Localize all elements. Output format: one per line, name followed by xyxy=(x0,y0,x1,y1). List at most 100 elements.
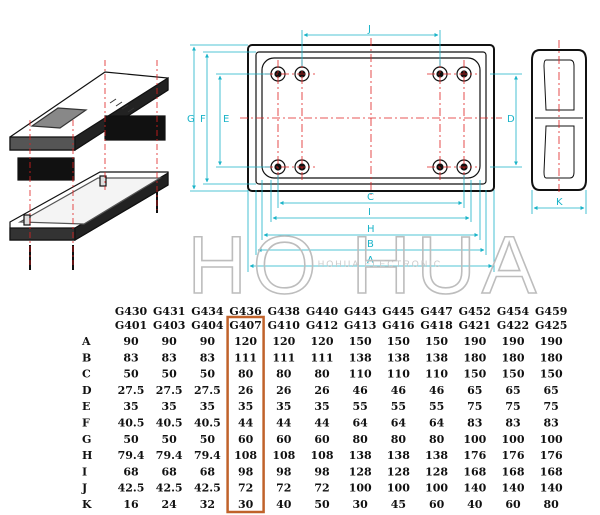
column-header-bottom: G412 xyxy=(306,319,338,332)
table-cell: 64 xyxy=(429,417,445,430)
centerlines xyxy=(240,38,502,198)
highlighted-model-column xyxy=(226,315,265,514)
column-header-bottom: G410 xyxy=(268,319,301,332)
table-cell: 26 xyxy=(276,384,292,397)
table-cell: 168 xyxy=(502,465,525,478)
table-cell: 26 xyxy=(238,384,254,397)
table-cell: 60 xyxy=(314,433,330,446)
table-cell: 138 xyxy=(349,449,372,462)
table-cell: 46 xyxy=(353,384,369,397)
table-cell: 80 xyxy=(429,433,445,446)
table-cell: 90 xyxy=(123,335,139,348)
table-cell: 79.4 xyxy=(156,449,183,462)
table-cell: 140 xyxy=(463,482,486,495)
table-cell: 80 xyxy=(276,368,292,381)
table-cell: 140 xyxy=(540,482,563,495)
table-cell: 72 xyxy=(314,482,329,495)
table-cell: 100 xyxy=(349,482,372,495)
table-cell: 55 xyxy=(353,400,368,413)
dimension-lines xyxy=(190,30,587,272)
row-label: B xyxy=(82,351,91,364)
table-cell: 100 xyxy=(387,482,410,495)
table-cell: 32 xyxy=(200,498,215,511)
table-cell: 108 xyxy=(234,449,257,462)
table-cell: 50 xyxy=(123,433,139,446)
table-cell: 30 xyxy=(353,498,369,511)
dimension-labels: J G F E D C I H B A K xyxy=(187,24,563,266)
table-cell: 150 xyxy=(540,368,563,381)
column-header-bottom: G422 xyxy=(497,319,529,332)
table-cell: 40.5 xyxy=(194,417,221,430)
table-cell: 50 xyxy=(123,368,139,381)
table-cell: 83 xyxy=(544,417,559,430)
table-cell: 138 xyxy=(425,449,448,462)
row-label: I xyxy=(82,465,87,478)
dim-label-i: I xyxy=(368,207,371,218)
table-cell: 138 xyxy=(349,351,372,364)
table-cell: 40.5 xyxy=(118,417,145,430)
table-cell: 120 xyxy=(311,335,334,348)
table-cell: 35 xyxy=(314,400,329,413)
table-cell: 138 xyxy=(387,449,410,462)
dim-label-e: E xyxy=(223,114,229,125)
table-cell: 138 xyxy=(425,351,448,364)
table-cell: 150 xyxy=(502,368,525,381)
table-cell: 50 xyxy=(314,498,330,511)
column-header-bottom: G425 xyxy=(535,319,567,332)
table-cell: 68 xyxy=(162,465,178,478)
table-cell: 83 xyxy=(123,351,138,364)
table-cell: 72 xyxy=(276,482,291,495)
table-cell: 98 xyxy=(276,465,292,478)
table-cell: 120 xyxy=(234,335,257,348)
table-cell: 111 xyxy=(234,351,257,364)
table-cell: 68 xyxy=(200,465,216,478)
table-header: G430G401G431G403G434G404G436G407G438G410… xyxy=(115,305,568,332)
table-cell: 150 xyxy=(349,335,372,348)
table-cell: 50 xyxy=(200,368,216,381)
table-cell: 72 xyxy=(238,482,253,495)
column-header-bottom: G421 xyxy=(459,319,491,332)
table-cell: 90 xyxy=(200,335,216,348)
table-cell: 26 xyxy=(314,384,330,397)
column-header-bottom: G403 xyxy=(153,319,185,332)
column-header-bottom: G418 xyxy=(420,319,453,332)
table-cell: 46 xyxy=(391,384,407,397)
row-label: J xyxy=(81,482,87,495)
table-cell: 44 xyxy=(314,417,330,430)
row-label: F xyxy=(82,417,90,430)
table-cell: 42.5 xyxy=(194,482,221,495)
table-cell: 44 xyxy=(238,417,254,430)
table-cell: 83 xyxy=(200,351,215,364)
column-header-top: G434 xyxy=(191,305,224,318)
table-cell: 75 xyxy=(544,400,559,413)
table-cell: 46 xyxy=(429,384,445,397)
table-cell: 55 xyxy=(391,400,406,413)
table-cell: 50 xyxy=(162,368,178,381)
dimension-table: G430G401G431G403G434G404G436G407G438G410… xyxy=(81,305,568,514)
column-header-bottom: G416 xyxy=(382,319,415,332)
table-cell: 83 xyxy=(162,351,177,364)
dim-label-c: C xyxy=(367,192,374,203)
table-cell: 120 xyxy=(272,335,295,348)
table-cell: 65 xyxy=(544,384,559,397)
table-cell: 64 xyxy=(353,417,369,430)
table-cell: 79.4 xyxy=(194,449,221,462)
table-cell: 65 xyxy=(505,384,520,397)
table-cell: 100 xyxy=(425,482,448,495)
table-cell: 190 xyxy=(463,335,486,348)
side-view xyxy=(531,40,587,195)
enclosure-drawing: J G F E D C I H B A K xyxy=(9,24,587,272)
dim-label-k: K xyxy=(556,197,563,208)
column-header-top: G445 xyxy=(382,305,414,318)
dim-label-g: G xyxy=(187,114,195,125)
column-header-top: G452 xyxy=(459,305,491,318)
column-header-bottom: G404 xyxy=(191,319,224,332)
row-label: C xyxy=(82,368,91,381)
table-cell: 75 xyxy=(467,400,482,413)
row-label: A xyxy=(81,335,91,348)
table-cell: 40.5 xyxy=(156,417,183,430)
table-cell: 110 xyxy=(425,368,448,381)
column-header-top: G436 xyxy=(229,305,262,318)
table-cell: 27.5 xyxy=(156,384,183,397)
